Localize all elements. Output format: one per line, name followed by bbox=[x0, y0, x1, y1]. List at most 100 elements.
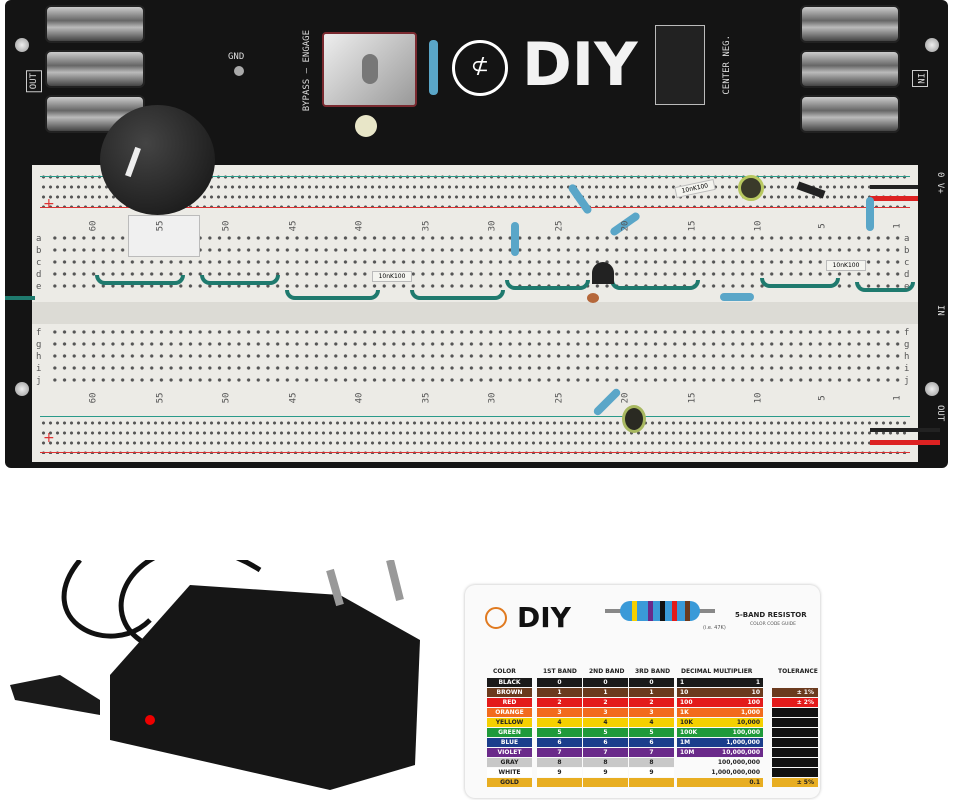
table-header: 2ND BAND bbox=[589, 668, 625, 675]
table-cell: WHITE bbox=[487, 768, 532, 777]
red-wire[interactable] bbox=[870, 440, 940, 445]
potentiometer-knob[interactable] bbox=[100, 105, 215, 215]
multiplier-short: 100 bbox=[680, 699, 693, 706]
column-number: 60 bbox=[88, 220, 99, 232]
table-cell: 6 bbox=[583, 738, 628, 747]
rail-label: OUT bbox=[935, 405, 945, 422]
multiplier-value: 100,000 bbox=[732, 729, 760, 736]
electrolytic-capacitor bbox=[738, 175, 764, 201]
gnd-terminal[interactable] bbox=[234, 66, 244, 76]
logo-icon bbox=[485, 607, 507, 629]
row-letter: e bbox=[36, 282, 42, 292]
row-letter: h bbox=[36, 352, 42, 362]
resistor bbox=[511, 222, 519, 256]
black-wire[interactable] bbox=[870, 185, 918, 189]
table-cell: 3 bbox=[537, 708, 582, 717]
plus-icon: + bbox=[43, 430, 55, 446]
table-cell: 2 bbox=[583, 698, 628, 707]
multiplier-cell: 100,000,000 bbox=[677, 758, 763, 767]
jumper-wire[interactable] bbox=[760, 278, 840, 288]
column-number: 50 bbox=[221, 392, 232, 404]
table-cell: 8 bbox=[537, 758, 582, 767]
row-letter: e bbox=[904, 282, 910, 292]
multiplier-short: 1K bbox=[680, 709, 689, 716]
led bbox=[355, 115, 377, 137]
column-number: 1 bbox=[892, 223, 903, 229]
table-cell: 1 bbox=[583, 688, 628, 697]
multiplier-short: 10K bbox=[680, 719, 693, 726]
table-cell: BROWN bbox=[487, 688, 532, 697]
input-jack[interactable] bbox=[800, 50, 900, 88]
table-cell bbox=[537, 778, 582, 787]
input-jack[interactable] bbox=[800, 5, 900, 43]
in-label: IN bbox=[912, 70, 928, 87]
table-cell: 9 bbox=[537, 768, 582, 777]
multiplier-cell: 100 100 bbox=[677, 698, 763, 707]
jumper-wire[interactable] bbox=[95, 275, 185, 285]
table-cell: GRAY bbox=[487, 758, 532, 767]
power-jack[interactable] bbox=[655, 25, 705, 105]
table-cell: 0 bbox=[537, 678, 582, 687]
power-label: CENTER NEG. bbox=[722, 35, 732, 95]
tolerance-cell bbox=[772, 768, 818, 777]
power-adapter-image bbox=[10, 546, 420, 790]
column-number: 10 bbox=[753, 220, 764, 232]
power-rail-bottom[interactable] bbox=[40, 418, 910, 454]
column-number: 5 bbox=[817, 395, 828, 401]
jumper-wire[interactable] bbox=[855, 282, 915, 292]
terminal-strip-bottom[interactable] bbox=[50, 326, 900, 388]
row-letter: g bbox=[904, 340, 910, 350]
table-header: 1ST BAND bbox=[543, 668, 577, 675]
multiplier-value: 1,000 bbox=[741, 709, 760, 716]
column-number: 25 bbox=[553, 220, 564, 232]
column-number: 10 bbox=[753, 392, 764, 404]
multiplier-value: 100 bbox=[747, 699, 760, 706]
jumper-wire[interactable] bbox=[410, 290, 505, 300]
row-letter: i bbox=[904, 364, 910, 374]
toggle-lever[interactable] bbox=[362, 54, 378, 84]
row-letter: c bbox=[904, 258, 910, 268]
red-wire[interactable] bbox=[870, 196, 918, 201]
table-cell: 5 bbox=[537, 728, 582, 737]
multiplier-value: 10,000 bbox=[736, 719, 760, 726]
table-cell bbox=[583, 778, 628, 787]
input-jack[interactable] bbox=[800, 95, 900, 133]
mount-screw bbox=[15, 382, 29, 396]
table-cell: 2 bbox=[629, 698, 674, 707]
jumper-wire[interactable] bbox=[610, 280, 700, 290]
jumper-wire[interactable] bbox=[285, 290, 380, 300]
multiplier-short: 1 bbox=[680, 679, 685, 686]
multiplier-value: 1,000,000,000 bbox=[711, 769, 760, 776]
capacitor: 10nK100 bbox=[372, 271, 412, 282]
table-cell: BLACK bbox=[487, 678, 532, 687]
tolerance-cell: ± 2% bbox=[772, 698, 818, 707]
output-jack[interactable] bbox=[45, 50, 145, 88]
card-subtitle: COLOR CODE GUIDE bbox=[750, 622, 796, 627]
column-number: 45 bbox=[287, 220, 298, 232]
column-number: 35 bbox=[420, 220, 431, 232]
row-letter: c bbox=[36, 258, 42, 268]
jumper-wire[interactable] bbox=[5, 296, 35, 300]
mount-screw bbox=[925, 382, 939, 396]
row-letter: i bbox=[36, 364, 42, 374]
table-cell: 6 bbox=[537, 738, 582, 747]
table-cell: 1 bbox=[629, 688, 674, 697]
transistor bbox=[592, 262, 614, 284]
example-label: (i.e. 47K) bbox=[703, 625, 726, 631]
footswitch[interactable] bbox=[322, 32, 417, 107]
table-cell bbox=[629, 778, 674, 787]
brand-logo: DIY bbox=[522, 30, 638, 100]
table-cell: 7 bbox=[537, 748, 582, 757]
resistor bbox=[429, 40, 438, 95]
column-number: 25 bbox=[553, 392, 564, 404]
table-cell: 3 bbox=[629, 708, 674, 717]
row-letter: a bbox=[904, 234, 910, 244]
output-jack[interactable] bbox=[45, 5, 145, 43]
jumper-wire[interactable] bbox=[505, 280, 590, 290]
center-channel bbox=[32, 302, 918, 324]
table-cell: 4 bbox=[537, 718, 582, 727]
black-wire[interactable] bbox=[870, 428, 940, 432]
table-cell: 9 bbox=[583, 768, 628, 777]
column-number: 30 bbox=[487, 220, 498, 232]
jumper-wire[interactable] bbox=[200, 275, 280, 285]
